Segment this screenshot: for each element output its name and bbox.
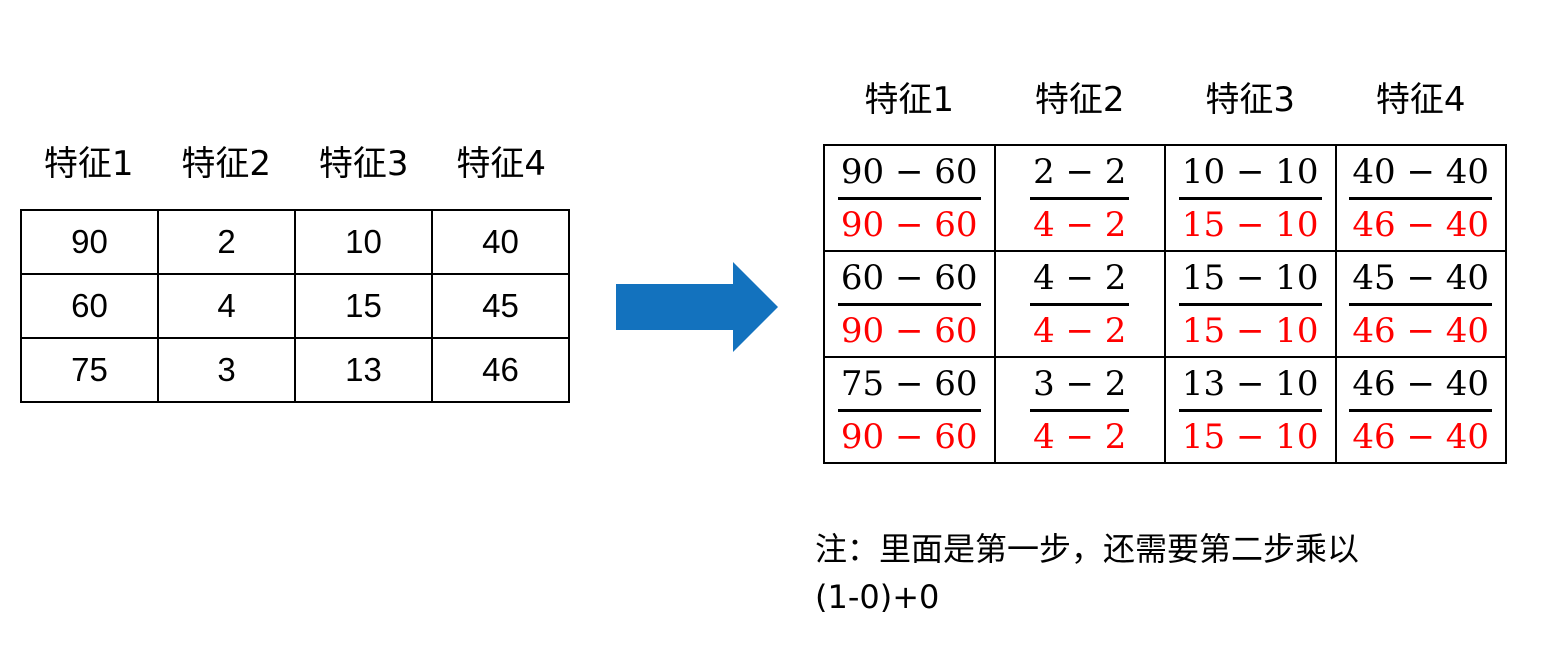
numerator: 75 − 60 [837,361,981,412]
right-header-feature-2: 特征2 [1034,80,1125,120]
denominator: 46 − 40 [1352,204,1490,245]
table-cell: 13 [294,337,433,403]
denominator: 15 − 10 [1181,416,1319,457]
numerator: 2 − 2 [1030,149,1130,200]
table-cell: 10 [294,209,433,275]
table-row: 75 3 13 46 [20,337,570,403]
denominator: 46 − 40 [1352,310,1490,351]
table-cell: 4 [157,273,296,339]
right-header-feature-1: 特征1 [864,80,955,120]
left-header-feature-3: 特征3 [318,144,409,184]
table-cell: 60 [20,273,159,339]
footnote-line-2: (1-0)+0 [815,578,940,616]
numerator: 10 − 10 [1178,149,1322,200]
footnote: 注：里面是第一步，还需要第二步乘以 (1-0)+0 [815,525,1515,621]
left-header-feature-2: 特征2 [181,144,272,184]
right-header-feature-3: 特征3 [1205,80,1296,120]
numerator: 60 − 60 [837,255,981,306]
numerator: 90 − 60 [837,149,981,200]
denominator: 90 − 60 [840,416,978,457]
table-row: 60 4 15 45 [20,273,570,339]
denominator: 15 − 10 [1181,310,1319,351]
numerator: 40 − 40 [1349,149,1493,200]
table-cell: 75 [20,337,159,403]
left-table-headers: 特征1 特征2 特征3 特征4 [20,140,570,188]
left-header-feature-4: 特征4 [456,144,547,184]
right-header-feature-4: 特征4 [1375,80,1466,120]
denominator: 46 − 40 [1352,416,1490,457]
numerator: 4 − 2 [1030,255,1130,306]
denominator: 4 − 2 [1033,204,1127,245]
table-cell: 90 [20,209,159,275]
numerator: 45 − 40 [1349,255,1493,306]
table-cell: 45 [431,273,570,339]
denominator: 90 − 60 [840,204,978,245]
denominator: 90 − 60 [840,310,978,351]
left-header-feature-1: 特征1 [43,144,134,184]
footnote-line-1: 注：里面是第一步，还需要第二步乘以 [815,530,1360,568]
denominator: 15 − 10 [1181,204,1319,245]
table-row: 90 2 10 40 [20,209,570,275]
original-data-table: 90 2 10 40 60 4 15 45 75 3 13 46 [20,209,570,403]
table-cell: 46 [431,337,570,403]
numerator: 15 − 10 [1178,255,1322,306]
denominator: 4 − 2 [1033,416,1127,457]
right-table-headers: 特征1 特征2 特征3 特征4 [824,74,1506,126]
arrow-right-icon [616,262,778,352]
table-cell: 40 [431,209,570,275]
denominator: 4 − 2 [1033,310,1127,351]
table-cell: 15 [294,273,433,339]
numerator: 3 − 2 [1030,361,1130,412]
table-cell: 2 [157,209,296,275]
numerator: 13 − 10 [1178,361,1322,412]
numerator: 46 − 40 [1349,361,1493,412]
table-cell: 3 [157,337,296,403]
